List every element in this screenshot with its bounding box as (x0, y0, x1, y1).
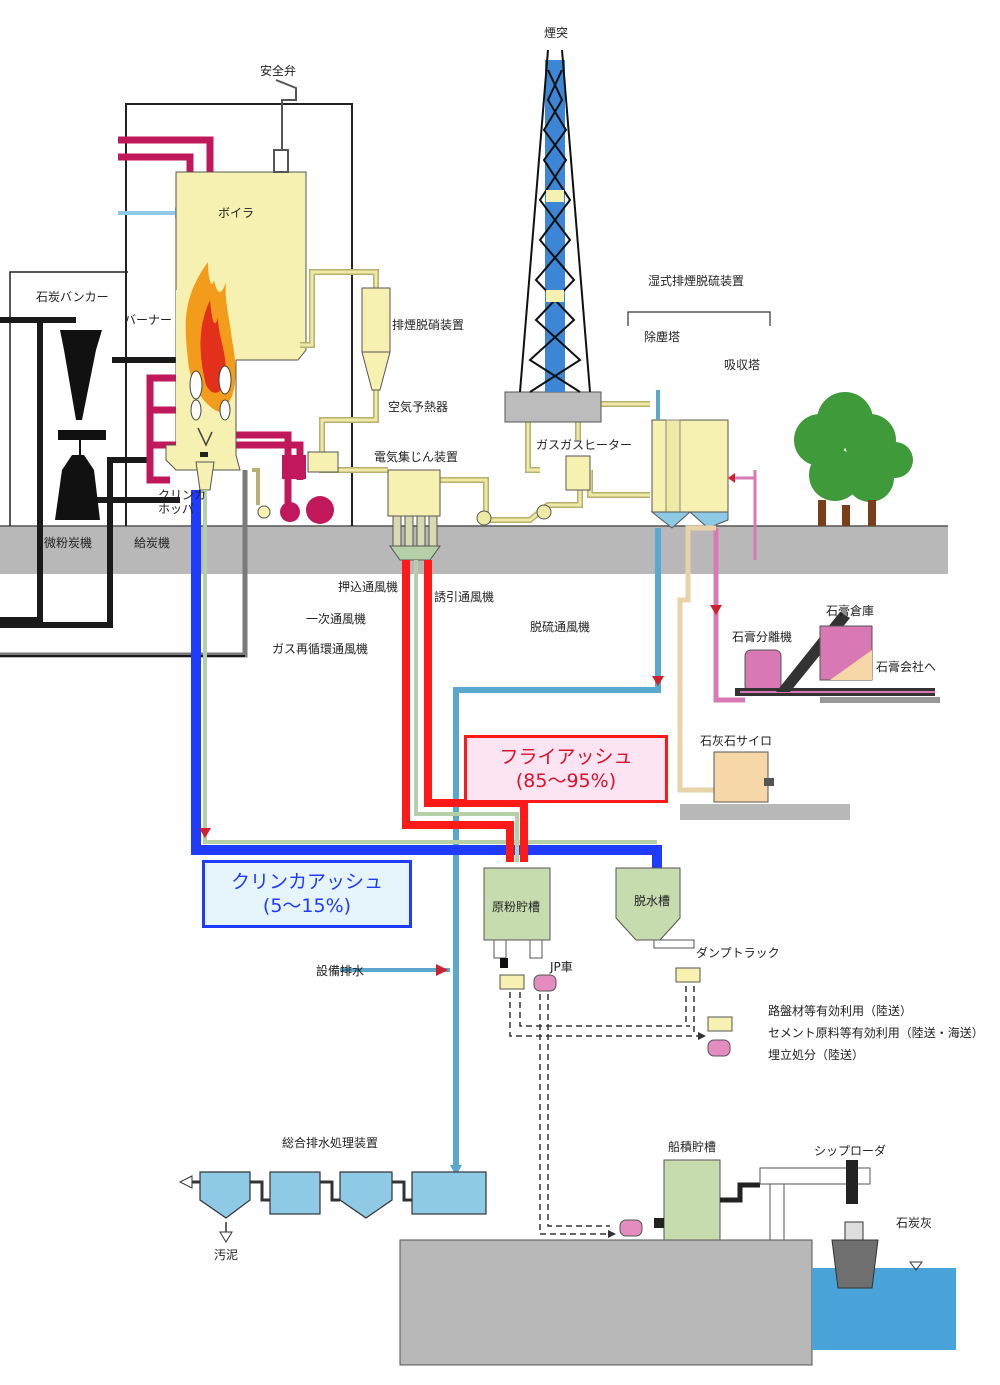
fly-ash-callout: フライアッシュ (85～95%) (464, 735, 668, 803)
label-denitration: 排煙脱硝装置 (392, 318, 465, 332)
label-idf: 誘引通風機 (434, 590, 495, 604)
gypsum-warehouse (819, 625, 873, 681)
fly-ash-line (402, 560, 514, 862)
label-limestone-silo: 石灰石サイロ (700, 734, 773, 748)
idf-fan (476, 510, 492, 526)
ship-loader (759, 1160, 871, 1241)
label-primary-fan: 一次通風機 (306, 612, 367, 626)
label-wet-fgd: 湿式排煙脱硫装置 (648, 274, 745, 288)
boiler (165, 171, 307, 491)
sea-water (812, 1268, 956, 1350)
label-use-2: セメント原料等有効利用（陸送・海送） (768, 1026, 984, 1040)
label-pulverizer: 微粉炭機 (44, 536, 93, 550)
pier (399, 1239, 813, 1366)
label-ship-loading-tank: 船積貯槽 (668, 1140, 717, 1154)
label-coal-feeder: 給炭機 (134, 536, 171, 550)
label-jp-truck: JP車 (550, 960, 573, 974)
label-ship-loader: シップローダ (814, 1144, 887, 1158)
ship (831, 1221, 879, 1289)
electrostatic-precipitator (387, 469, 441, 561)
transport-routes (509, 986, 700, 1235)
label-clinker-hopper-1: クリンカ (158, 488, 207, 502)
label-safety-valve: 安全弁 (260, 64, 297, 78)
label-clinker-hopper-2: ホッパ (158, 502, 195, 516)
label-gas-recirc-fan: ガス再循環通風機 (272, 642, 369, 656)
fly-ash-ratio: (85～95%) (515, 770, 617, 792)
air-preheater (307, 451, 339, 473)
label-raw-ash-tank: 原粉貯槽 (492, 900, 541, 914)
trucks (499, 967, 733, 1237)
label-gypsum-warehouse: 石膏倉庫 (826, 604, 875, 618)
clinker-ash-line (191, 490, 662, 868)
clinker-ash-callout: クリンカアッシュ (5～15%) (202, 860, 412, 928)
clinker-ash-ratio: (5～15%) (262, 895, 352, 917)
label-dust-tower: 除塵塔 (644, 330, 681, 344)
wet-fgd (650, 419, 729, 529)
coal-bunker (55, 330, 106, 520)
dewatering-tank (615, 867, 695, 949)
clinker-ash-name: クリンカアッシュ (230, 871, 383, 893)
coal-lines (0, 317, 180, 628)
fgd-water-line (453, 528, 661, 1170)
flue-gas-ducts-fill (300, 270, 650, 522)
label-esp: 電気集じん装置 (374, 450, 459, 464)
label-coal-bunker: 石炭バンカー (36, 290, 109, 304)
gas-gas-heater (565, 455, 591, 491)
label-absorber: 吸収塔 (724, 358, 761, 372)
raw-ash-tank (483, 867, 551, 968)
building-outline (125, 103, 353, 526)
label-use-1: 路盤材等有効利用（陸送） (768, 1004, 913, 1018)
fly-ash-name: フライアッシュ (499, 746, 633, 768)
denitration-unit (361, 287, 391, 391)
limestone-silo (677, 525, 850, 820)
label-coal-ash: 石炭灰 (896, 1216, 933, 1230)
label-air-preheater: 空気予熱器 (388, 400, 449, 414)
chimney (504, 49, 602, 423)
fdf-fan (306, 496, 334, 524)
label-dewatering-tank: 脱水槽 (634, 894, 671, 908)
desulf-fan (536, 504, 552, 520)
label-boiler: ボイラ (218, 206, 255, 220)
label-wastewater-treatment: 総合排水処理装置 (282, 1136, 379, 1150)
wastewater-treatment (199, 1171, 487, 1219)
label-sludge: 汚泥 (214, 1248, 239, 1262)
label-chimney: 煙突 (544, 26, 569, 40)
label-burner: バーナー (124, 313, 173, 327)
label-equipment-drain: 設備排水 (316, 964, 365, 978)
ground-band (0, 526, 948, 574)
trees (794, 392, 913, 526)
label-to-gypsum-company: 石膏会社へ (876, 660, 937, 674)
fgd-bracket (627, 311, 771, 326)
label-fdf: 押込通風機 (338, 580, 399, 594)
label-gypsum-separator: 石膏分離機 (732, 630, 793, 644)
label-dump-truck: ダンプトラック (696, 946, 780, 960)
label-use-3: 埋立処分（陸送） (768, 1048, 865, 1062)
label-desulf-fan: 脱硫通風機 (530, 620, 591, 634)
ship-loading-tank (654, 1159, 760, 1241)
label-gas-gas-heater: ガスガスヒーター (536, 438, 633, 452)
safety-valve (273, 79, 297, 173)
